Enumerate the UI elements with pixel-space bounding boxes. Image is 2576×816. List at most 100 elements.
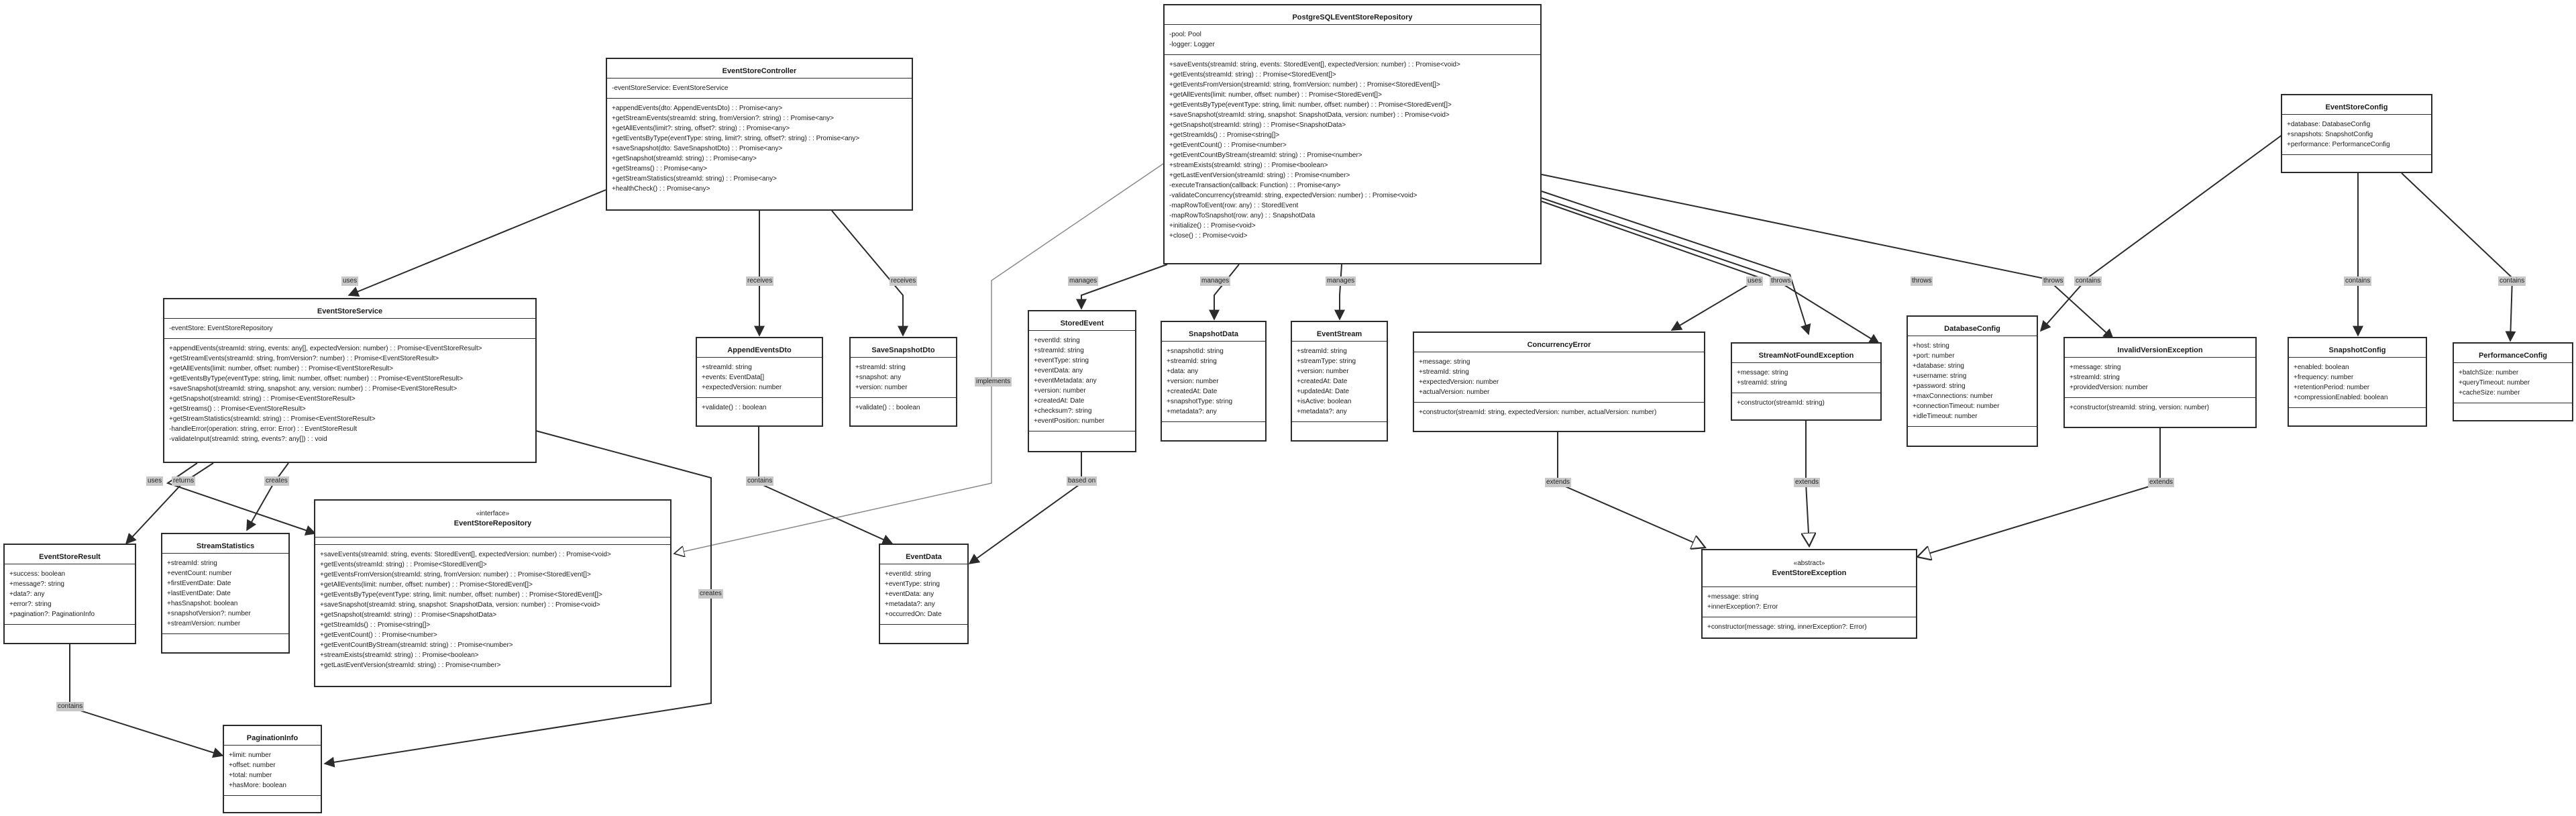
class-method: +validate() : : boolean [702, 404, 767, 411]
edge-contains-db [2039, 127, 2293, 332]
class-field: +message: string [1737, 369, 1788, 376]
edge-creates-stats [246, 462, 289, 531]
class-method: +getEventsByType(eventType: string, limi… [320, 591, 602, 599]
class-field: +database: DatabaseConfig [2287, 121, 2371, 128]
class-field: +eventMetadata: any [1034, 377, 1097, 385]
label-throws: throws [1770, 276, 1792, 286]
class-title: EventData [906, 553, 942, 561]
class-methods [2289, 407, 2426, 415]
class-StreamNotFoundException: StreamNotFoundException+message: string+… [1731, 342, 1882, 421]
class-field: +streamType: string [1297, 358, 1356, 365]
class-field: +createdAt: Date [1034, 397, 1085, 405]
class-method: +saveSnapshot(streamId: string, snapshot… [320, 601, 600, 609]
class-title: EventStoreService [317, 307, 383, 315]
class-field: +streamId: string [1034, 347, 1084, 354]
class-title: EventStream [1316, 330, 1362, 338]
class-method: +constructor(streamId: string, version: … [2070, 404, 2210, 411]
class-method: +getEvents(streamId: string) : : Promise… [1169, 71, 1336, 79]
class-method: +getAllEvents(limit: number, offset: num… [320, 581, 533, 589]
class-method: +getSnapshot(streamId: string) : : Promi… [1169, 121, 1346, 129]
class-fields: +streamId: string+streamType: string+ver… [1292, 341, 1387, 421]
class-EventStoreConfig: EventStoreConfig+database: DatabaseConfi… [2281, 94, 2432, 173]
class-EventStoreResult: EventStoreResult+success: boolean+messag… [3, 544, 136, 644]
class-field: +data?: any [9, 591, 45, 598]
class-header: «interface»EventStoreRepository [315, 501, 670, 537]
class-fields [315, 537, 670, 544]
class-method: +getEventCount() : : Promise<number> [320, 631, 437, 639]
class-field: -eventStoreService: EventStoreService [612, 85, 729, 92]
class-method: +streamExists(streamId: string) : : Prom… [320, 652, 479, 659]
class-header: SnapshotConfig [2289, 338, 2426, 357]
class-method: +validate() : : boolean [855, 404, 920, 411]
class-title: SnapshotConfig [2328, 346, 2386, 354]
class-method: -mapRowToSnapshot(row: any) : : Snapshot… [1169, 212, 1316, 219]
label-manages: manages [1200, 276, 1231, 286]
class-field: +snapshot: any [855, 374, 902, 381]
class-method: +constructor(streamId: string) [1737, 399, 1825, 407]
label-extends: extends [2148, 478, 2175, 487]
class-SnapshotConfig: SnapshotConfig+enabled: boolean+frequenc… [2288, 337, 2427, 427]
class-field: +total: number [229, 772, 272, 779]
class-field: +version: number [855, 384, 908, 391]
class-method: -validateConcurrency(streamId: string, e… [1169, 192, 1417, 199]
label-contains: contains [2074, 276, 2102, 286]
class-field: +metadata?: any [1297, 408, 1347, 415]
class-AppendEventsDto: AppendEventsDto+streamId: string+events:… [696, 337, 823, 427]
class-title: PerformanceConfig [2478, 352, 2548, 360]
class-field: -logger: Logger [1169, 41, 1215, 48]
class-fields: +message: string+streamId: string [1732, 362, 1880, 393]
class-fields: +streamId: string+events: EventData[]+ex… [697, 357, 822, 397]
class-methods: +validate() : : boolean [697, 397, 822, 417]
class-header: DatabaseConfig [1908, 317, 2037, 336]
class-field: +success: boolean [9, 570, 66, 578]
class-methods [880, 624, 967, 631]
class-title: EventStoreResult [39, 553, 101, 561]
class-field: +error?: string [9, 601, 52, 608]
class-method: +getEventsFromVersion(streamId: string, … [1169, 81, 1440, 89]
class-field: +eventPosition: number [1034, 417, 1105, 425]
class-field: +createdAt: Date [1167, 388, 1218, 395]
class-field: +retentionPeriod: number [2294, 384, 2370, 391]
class-method: +getStreamEvents(streamId: string, fromV… [169, 355, 439, 362]
label-extends: extends [1794, 478, 1821, 487]
class-field: +connectionTimeout: number [1913, 403, 2000, 410]
class-method: +saveSnapshot(streamId: string, snapshot… [1169, 111, 1450, 119]
class-field: +eventId: string [885, 570, 931, 578]
edge-receives-snapshot [831, 210, 908, 337]
class-methods: +saveEvents(streamId: string, events: St… [315, 544, 670, 675]
class-field: +snapshotVersion?: number [167, 610, 251, 617]
class-field: +hasMore: boolean [229, 782, 286, 789]
class-field: +innerException?: Error [1707, 603, 1778, 611]
class-title: EventStoreController [722, 67, 797, 75]
class-fields: -pool: Pool-logger: Logger [1165, 24, 1540, 54]
class-field: +createdAt: Date [1297, 378, 1348, 385]
edge-throws-concurrency [1541, 201, 1762, 331]
class-field: +streamId: string [2070, 374, 2120, 381]
class-fields: +batchSize: number+queryTimeout: number+… [2454, 362, 2572, 403]
class-header: PaginationInfo [224, 726, 321, 745]
class-methods [1908, 426, 2037, 434]
edge-uses-service-repo [166, 462, 317, 536]
class-EventData: EventData+eventId: string+eventType: str… [879, 544, 969, 644]
class-header: AppendEventsDto [697, 338, 822, 357]
class-method: +getStreamStatistics(streamId: string) :… [612, 175, 777, 183]
label-throws: throws [1911, 276, 1933, 286]
class-title: StreamNotFoundException [1758, 352, 1854, 360]
class-PostgreSQLEventStoreRepository: PostgreSQLEventStoreRepository-pool: Poo… [1163, 4, 1542, 264]
class-method: +getLastEventVersion(streamId: string) :… [320, 662, 501, 669]
class-header: EventStoreService [164, 299, 535, 318]
class-method: +getSnapshot(streamId: string) : : Promi… [169, 395, 356, 403]
class-ConcurrencyError: ConcurrencyError+message: string+streamI… [1413, 332, 1705, 432]
class-method: +getEventCount() : : Promise<number> [1169, 142, 1287, 149]
class-StreamStatistics: StreamStatistics+streamId: string+eventC… [161, 533, 290, 654]
class-method: +constructor(streamId: string, expectedV… [1419, 409, 1657, 416]
class-PaginationInfo: PaginationInfo+limit: number+offset: num… [223, 725, 322, 813]
class-StoredEvent: StoredEvent+eventId: string+streamId: st… [1028, 310, 1136, 452]
class-SnapshotData: SnapshotData+snapshotId: string+streamId… [1161, 321, 1267, 442]
class-method: +getStreamStatistics(streamId: string) :… [169, 415, 376, 423]
class-field: +limit: number [229, 752, 272, 759]
label-receives: receives [746, 276, 774, 286]
class-method: +getSnapshot(streamId: string) : : Promi… [612, 155, 757, 162]
class-stereotype: «abstract» [1793, 560, 1825, 567]
